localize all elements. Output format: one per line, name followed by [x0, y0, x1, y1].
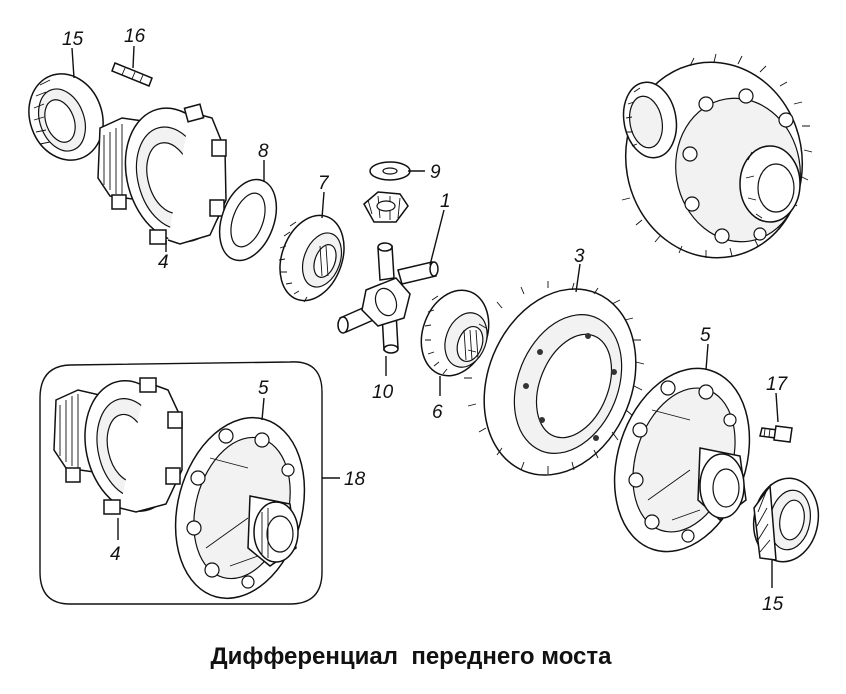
pin-16	[111, 62, 153, 87]
assembled-differential	[621, 53, 813, 259]
ring-gear-3	[464, 281, 645, 476]
label-4-bottom: 4	[110, 544, 121, 565]
spider-cross-1	[337, 242, 439, 354]
case-half-5-right	[613, 367, 751, 553]
bearing-15-top	[28, 73, 104, 161]
bearing-15-bottom	[752, 477, 820, 563]
pinion-gear-top	[363, 191, 409, 223]
label-17: 17	[766, 374, 789, 395]
case-half-4-bottom	[53, 377, 183, 515]
label-1: 1	[440, 191, 451, 212]
label-7: 7	[318, 173, 330, 194]
label-15-top: 15	[62, 29, 84, 50]
label-18: 18	[344, 469, 366, 490]
side-gear-7	[278, 214, 345, 303]
label-6: 6	[432, 402, 443, 423]
label-10: 10	[372, 382, 394, 403]
label-15-bottom: 15	[762, 594, 784, 615]
washer-9	[369, 161, 411, 181]
label-5-right: 5	[700, 325, 711, 346]
label-8: 8	[258, 141, 269, 162]
side-gear-6	[420, 289, 490, 377]
label-3: 3	[574, 246, 585, 267]
label-16: 16	[124, 26, 146, 47]
leader-lines	[71, 45, 779, 588]
case-half-5-left	[174, 416, 306, 600]
bolt-17	[759, 425, 793, 443]
thrust-washer-8	[218, 178, 278, 262]
diagram-caption: Дифференциал переднего моста	[211, 643, 613, 670]
label-5-left: 5	[258, 378, 269, 399]
assembly-18-frame	[39, 361, 340, 605]
label-9: 9	[430, 162, 441, 183]
case-half-4-top	[97, 103, 227, 245]
part-labels: 15 16 8 7 9 1 4 3 10 6 5 17 5 18 4 15	[62, 26, 789, 615]
label-4-top: 4	[158, 252, 169, 273]
